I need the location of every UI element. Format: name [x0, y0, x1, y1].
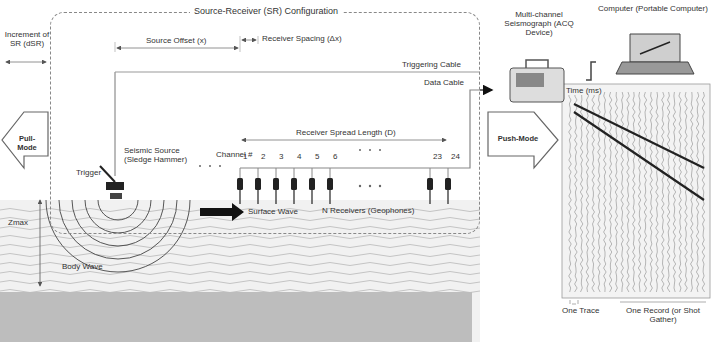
dimension-label: Source Offset (x)	[146, 36, 206, 45]
region-title: Source-Receiver (SR) Configuration	[190, 6, 342, 16]
geophones	[237, 168, 451, 204]
extension-lines	[115, 36, 258, 52]
trigger-label: Trigger	[76, 168, 101, 177]
spacing-dimension	[242, 40, 256, 41]
laptop-icon	[596, 4, 710, 80]
cable-label: Triggering Cable	[402, 60, 461, 69]
data-cable	[240, 90, 480, 168]
edge-label: Data Cable	[422, 78, 466, 87]
axis-label: Time (ms)	[566, 86, 602, 95]
source-label: Seismic Source (Sledge Hammer)	[124, 146, 198, 164]
sledge-hammer	[100, 72, 124, 199]
ground	[0, 200, 480, 342]
channel-number: 5	[315, 152, 319, 161]
dimension-label: Receiver Spacing (Δx)	[262, 34, 342, 43]
offset-dimension	[117, 48, 238, 49]
depth-arrow	[40, 200, 41, 286]
channel-number: 3	[279, 152, 283, 161]
wave-label: Surface Wave	[248, 207, 298, 216]
channel-number: 23	[433, 152, 442, 161]
dispersion-lines	[574, 104, 704, 200]
increment-dimension	[6, 62, 46, 63]
seismic-traces	[569, 92, 705, 292]
channel-number: 2	[261, 152, 265, 161]
spread-dimension	[242, 140, 446, 141]
depth-label: Zmax	[8, 218, 28, 227]
device-box: Computer (Portable Computer)	[596, 4, 710, 80]
triggering-cable	[115, 72, 480, 73]
record-bracket	[620, 302, 706, 303]
device-label: Multi-channel Seismograph (ACQ Device)	[492, 10, 586, 38]
record-note: One Record (or Shot Gather)	[620, 306, 706, 324]
cable-connector	[586, 62, 596, 80]
pull-arrow	[2, 112, 48, 168]
trace-bracket	[570, 300, 578, 304]
push-arrow	[488, 112, 558, 168]
dimension-label: Increment of SR (dSR)	[4, 30, 50, 48]
channel-number: 24	[451, 152, 460, 161]
configuration-region: Source-Receiver (SR) Configuration	[50, 12, 480, 234]
wave-label: Body Wave	[62, 262, 103, 271]
device-label: Computer (Portable Computer)	[596, 4, 710, 13]
receiver-label: N Receivers (Geophones)	[322, 206, 414, 215]
dimension-label: Receiver Spread Length (D)	[296, 128, 396, 137]
mode-label: Pull-Mode	[10, 135, 44, 152]
channel-number: 6	[333, 152, 337, 161]
mode-label: Push-Mode	[492, 135, 544, 144]
surface-wave-arrow	[200, 203, 244, 221]
record-note: One Trace	[562, 306, 599, 315]
channel-number: 1	[243, 152, 247, 161]
cable-connector	[480, 89, 492, 91]
ellipsis-dots	[199, 149, 381, 187]
channel-number: 4	[297, 152, 301, 161]
record-panel	[562, 84, 710, 298]
bedrock	[0, 292, 472, 342]
body-wave-fronts	[46, 200, 190, 272]
